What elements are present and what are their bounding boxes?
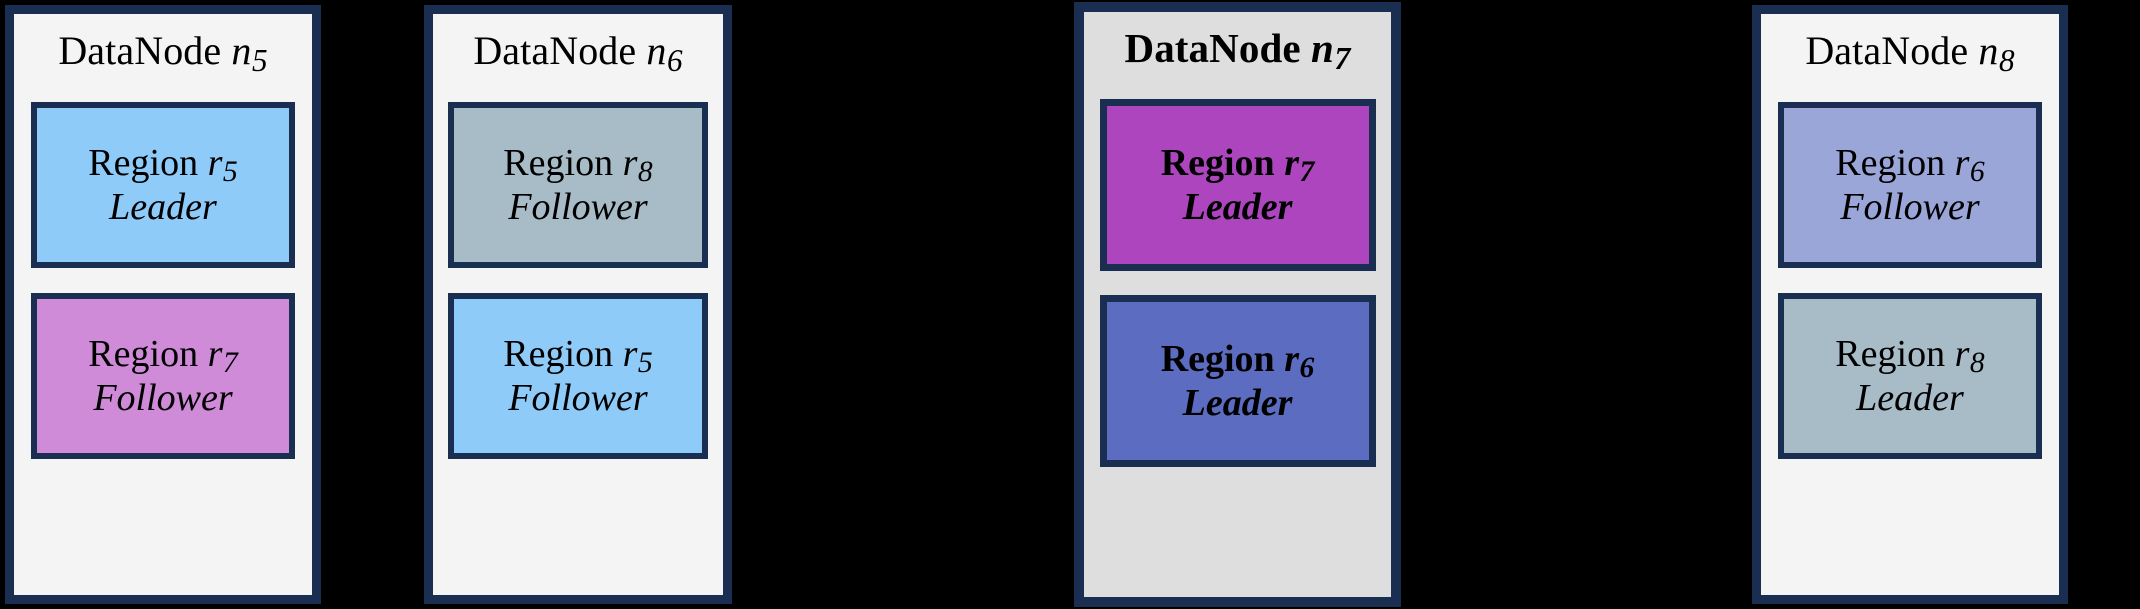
region-name-subscript: 8 xyxy=(637,156,653,189)
region-name-prefix: Region xyxy=(1160,141,1275,184)
region-name-prefix: Region xyxy=(88,141,199,184)
region-box[interactable]: Region r6 Leader xyxy=(1099,295,1376,468)
region-name-prefix: Region xyxy=(1835,141,1946,184)
datanode-title-subscript: 5 xyxy=(251,42,268,78)
datanode-panel-n7[interactable]: DataNode n7 Region r7 Leader Region r6 L… xyxy=(1074,2,1401,607)
datanode-title-prefix: DataNode xyxy=(58,28,222,73)
region-name: Region r6 xyxy=(1160,337,1315,385)
datanode-title-prefix: DataNode xyxy=(473,28,637,73)
region-role: Follower xyxy=(1840,185,1980,228)
datanode-title-symbol: n xyxy=(646,28,667,73)
region-name-symbol: r xyxy=(622,332,638,375)
datanode-panel-n8[interactable]: DataNode n8 Region r6 Follower Region r8… xyxy=(1752,5,2068,604)
region-name-subscript: 6 xyxy=(1969,156,1985,189)
region-name: Region r6 xyxy=(1835,141,1985,189)
region-name: Region r5 xyxy=(503,332,653,380)
region-name-symbol: r xyxy=(1954,141,1970,184)
region-box[interactable]: Region r8 Leader xyxy=(1778,293,2042,460)
datanode-title-subscript: 6 xyxy=(666,42,683,78)
datanode-title-prefix: DataNode xyxy=(1124,25,1301,71)
region-name: Region r7 xyxy=(88,332,238,380)
region-role: Leader xyxy=(1182,381,1293,424)
region-box[interactable]: Region r5 Follower xyxy=(448,293,708,460)
datanode-title-subscript: 8 xyxy=(1998,42,2015,78)
region-name-symbol: r xyxy=(1284,141,1299,184)
datanode-title: DataNode n6 xyxy=(433,31,723,76)
region-role: Follower xyxy=(508,185,648,228)
region-name-symbol: r xyxy=(1954,332,1970,375)
datanode-title: DataNode n5 xyxy=(14,31,312,76)
datanode-title-symbol: n xyxy=(1311,25,1334,71)
region-name-prefix: Region xyxy=(503,141,614,184)
region-name-prefix: Region xyxy=(1835,332,1946,375)
region-box[interactable]: Region r7 Follower xyxy=(31,293,295,460)
region-role: Leader xyxy=(1182,185,1293,228)
region-name-symbol: r xyxy=(1284,337,1299,380)
datanode-title-symbol: n xyxy=(1978,28,1999,73)
datanode-title-symbol: n xyxy=(231,28,252,73)
region-role: Follower xyxy=(508,376,648,419)
region-box[interactable]: Region r7 Leader xyxy=(1099,99,1376,272)
region-name-symbol: r xyxy=(622,141,638,184)
region-name-symbol: r xyxy=(207,141,223,184)
region-role: Leader xyxy=(1856,376,1964,419)
datanode-title: DataNode n7 xyxy=(1084,28,1391,75)
region-name-subscript: 7 xyxy=(1299,156,1315,189)
datanode-title-prefix: DataNode xyxy=(1805,28,1969,73)
region-role: Follower xyxy=(93,376,233,419)
datanode-panel-n5[interactable]: DataNode n5 Region r5 Leader Region r7 F… xyxy=(5,5,321,604)
region-name-subscript: 7 xyxy=(222,347,238,380)
region-box[interactable]: Region r5 Leader xyxy=(31,102,295,269)
datanode-panel-n6[interactable]: DataNode n6 Region r8 Follower Region r5… xyxy=(424,5,732,604)
region-name-symbol: r xyxy=(207,332,223,375)
region-name-prefix: Region xyxy=(88,332,199,375)
region-name: Region r7 xyxy=(1160,141,1315,189)
datanode-title-subscript: 7 xyxy=(1334,41,1351,77)
region-name-subscript: 5 xyxy=(637,347,653,380)
region-name-subscript: 6 xyxy=(1299,352,1315,385)
region-name: Region r8 xyxy=(503,141,653,189)
region-name-subscript: 8 xyxy=(1969,347,1985,380)
region-name: Region r8 xyxy=(1835,332,1985,380)
region-box[interactable]: Region r6 Follower xyxy=(1778,102,2042,269)
region-box[interactable]: Region r8 Follower xyxy=(448,102,708,269)
region-name-subscript: 5 xyxy=(222,156,238,189)
datanode-title: DataNode n8 xyxy=(1761,31,2059,76)
region-name-prefix: Region xyxy=(1160,337,1275,380)
region-name: Region r5 xyxy=(88,141,238,189)
region-name-prefix: Region xyxy=(503,332,614,375)
region-role: Leader xyxy=(109,185,217,228)
